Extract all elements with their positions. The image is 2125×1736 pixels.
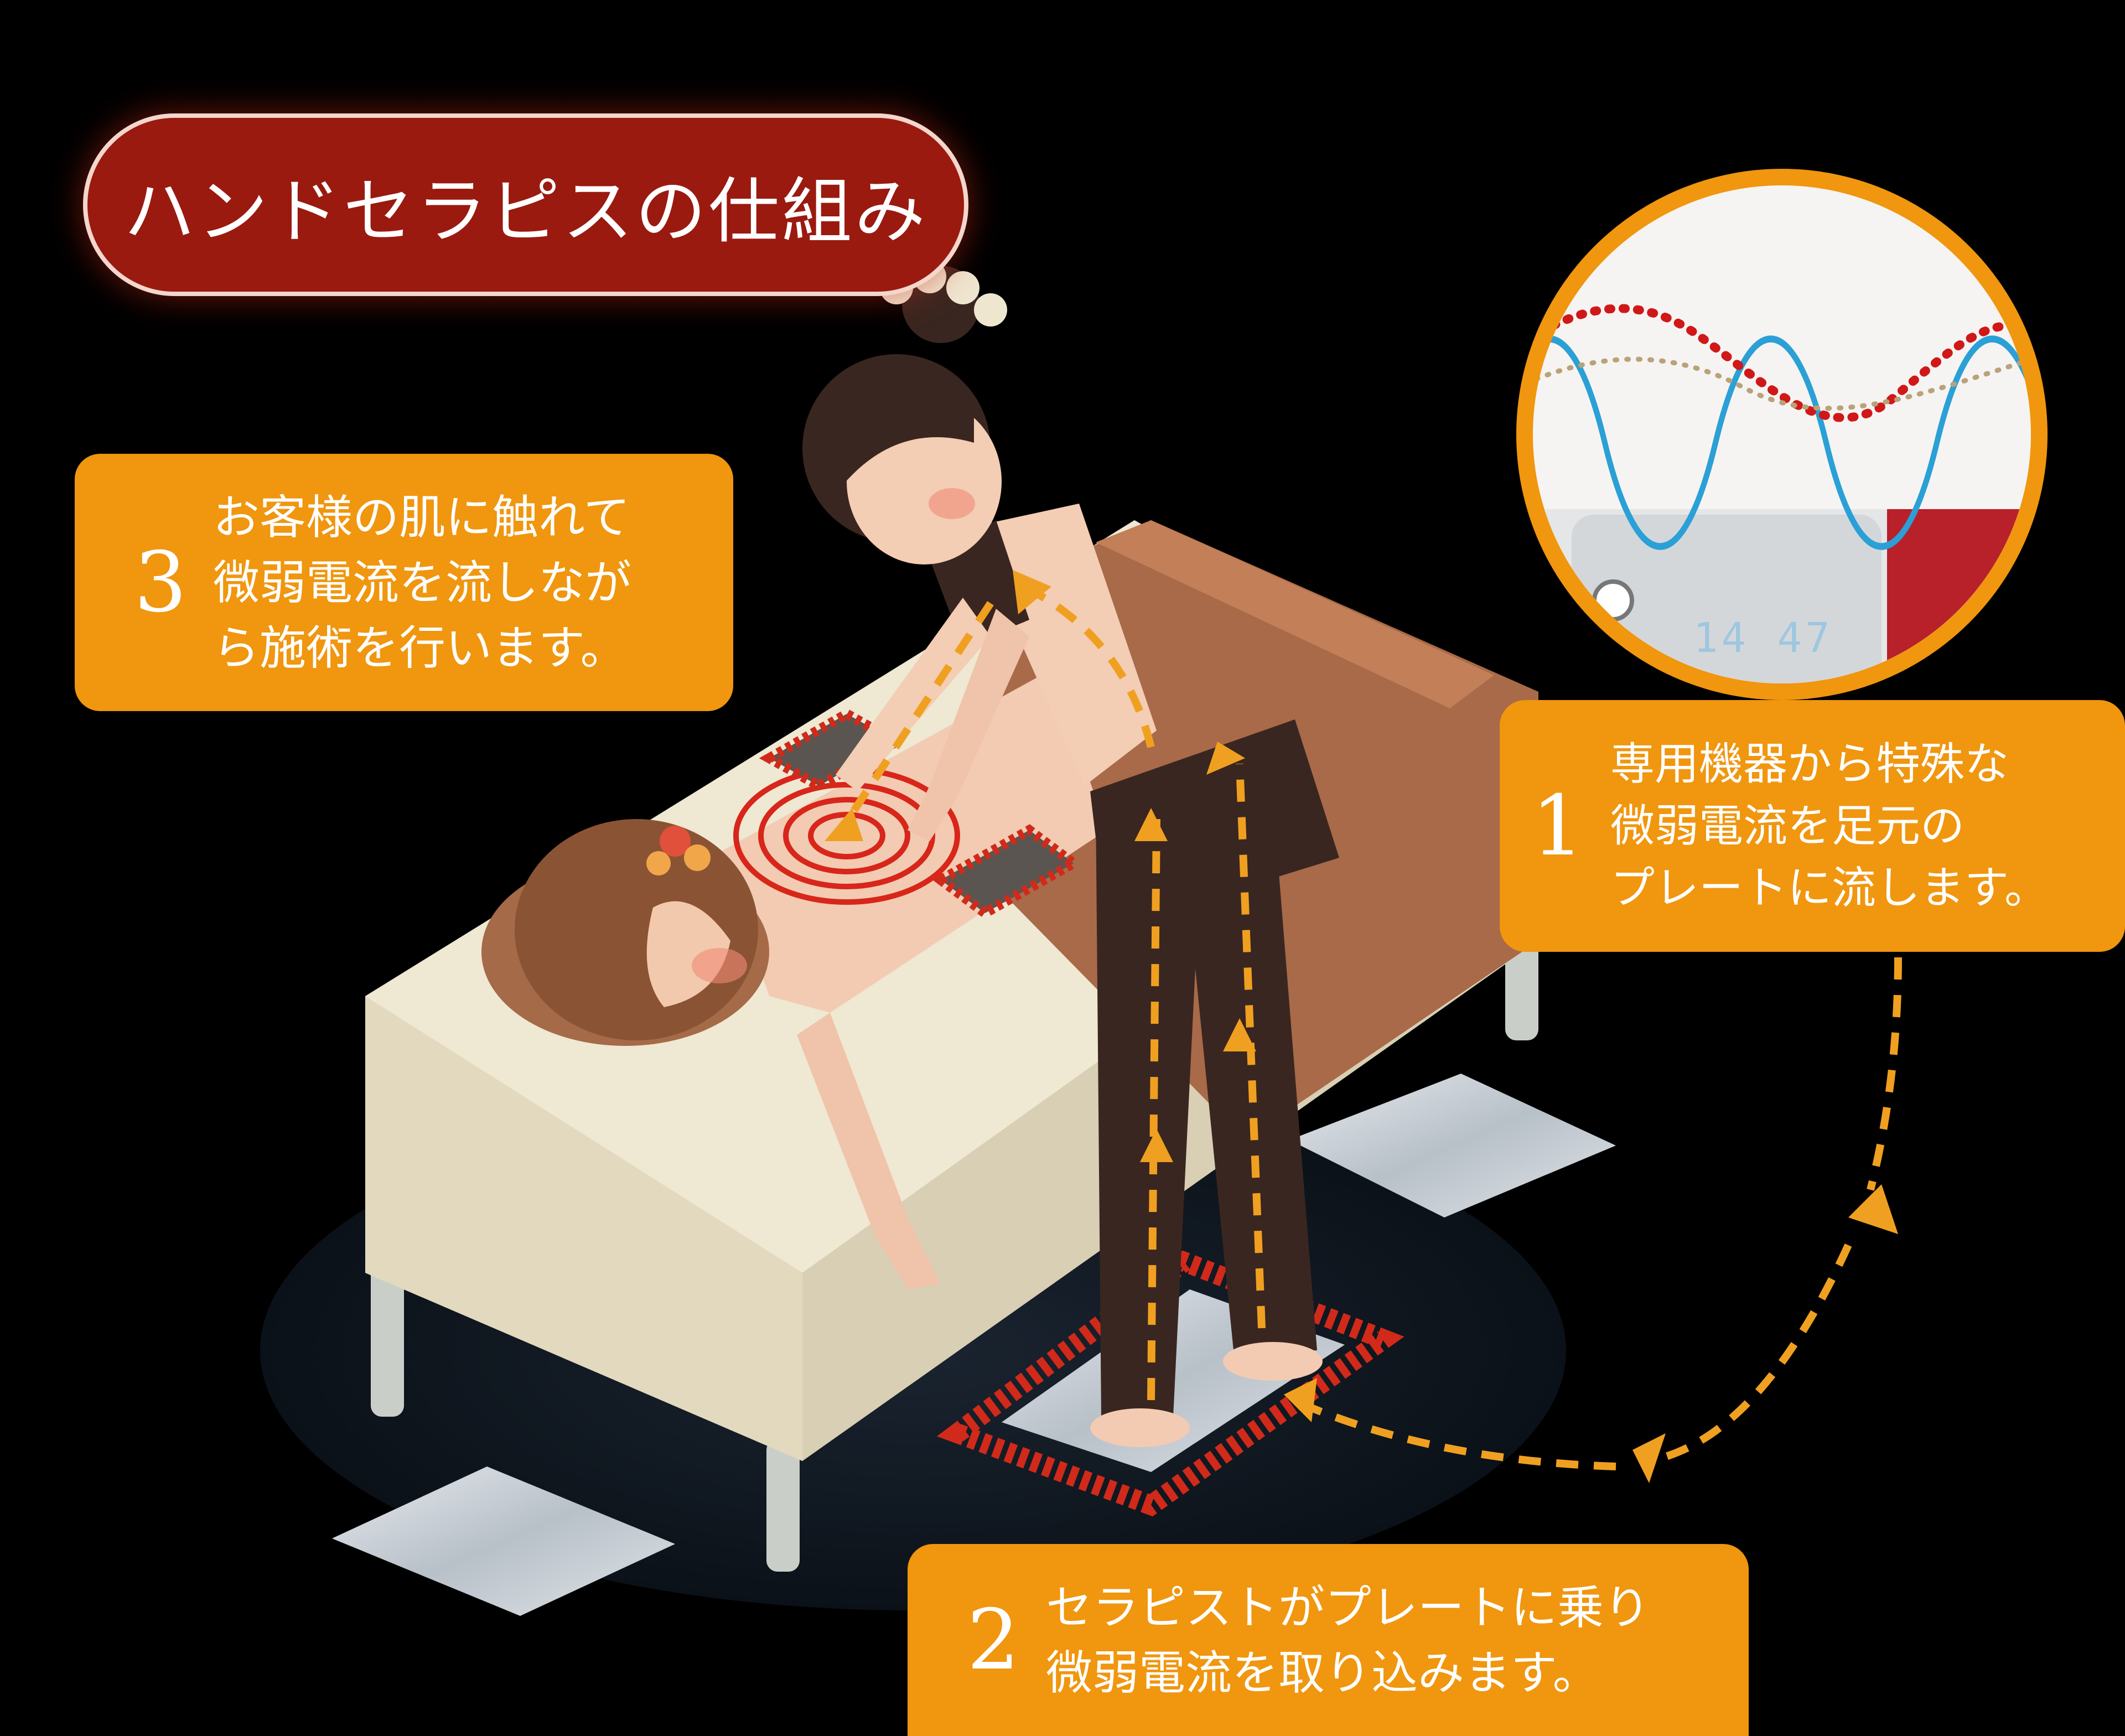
step-text: セラピストがプレートに乗り 微弱電流を取り込みます。 — [1046, 1580, 1651, 1700]
step-2-callout: 2 セラピストがプレートに乗り 微弱電流を取り込みます。 — [908, 1544, 1749, 1736]
step-number: 1 — [1531, 778, 1584, 874]
page-title: ハンドセラピスの仕組み — [83, 113, 968, 296]
step-text: 専用機器から特殊な 微弱電流を足元の プレートに流します。 — [1610, 738, 2049, 914]
floor-plate-right — [1289, 1074, 1616, 1217]
step-3-callout: 3 お客様の肌に触れて 微弱電流を流しなが ら施術を行います。 — [75, 454, 733, 711]
page-title-text: ハンドセラピスの仕組み — [123, 170, 927, 253]
step-number: 3 — [134, 534, 187, 631]
step-number: 2 — [967, 1592, 1020, 1688]
arrowheads — [825, 570, 1898, 1483]
device-time-display: 14 47 — [1693, 614, 1833, 662]
sine-wave-icon — [1533, 304, 2031, 550]
therapist-figure — [802, 260, 1339, 1447]
flow-arrow-icon — [838, 583, 1902, 1470]
floor-plate-left — [332, 1466, 675, 1616]
step-1-callout: 1 専用機器から特殊な 微弱電流を足元の プレートに流します。 — [1500, 700, 2125, 952]
electric-pad-icon — [759, 708, 1083, 919]
step-text: お客様の肌に触れて 微弱電流を流しなが ら施術を行います。 — [213, 490, 632, 675]
hair-flower-icon — [646, 826, 711, 875]
client-figure — [481, 670, 1107, 1289]
